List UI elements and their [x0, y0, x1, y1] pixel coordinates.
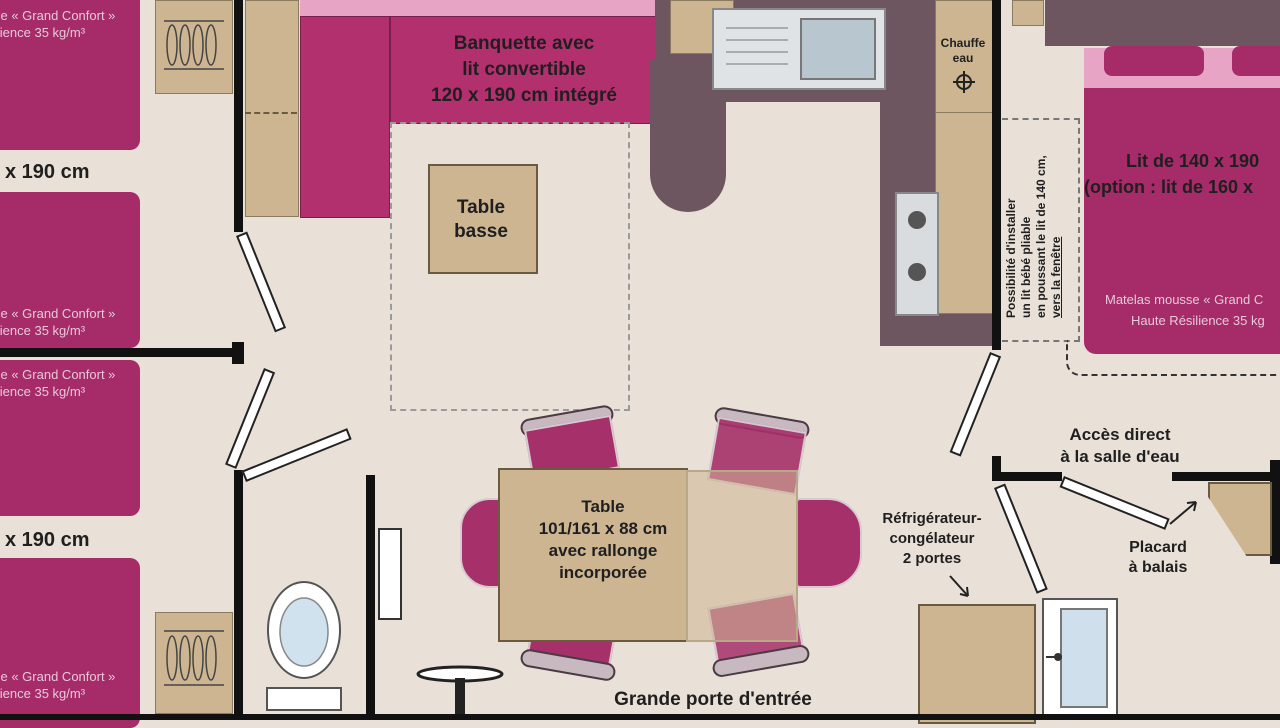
coffee-table-label-2: basse	[454, 221, 508, 242]
bed-left-4	[0, 558, 140, 728]
wall-left-bedroom-vertical-top	[234, 0, 243, 232]
toilet-icon	[265, 578, 343, 713]
wall-left-bedroom-vertical-bottom	[234, 470, 243, 720]
door-bedroom-1[interactable]	[236, 231, 287, 333]
spring-icon	[164, 630, 224, 686]
burner-icon	[908, 211, 926, 281]
top-pink-strip	[300, 0, 660, 16]
baby-bed-note-1: Possibilité d'installer	[1004, 198, 1018, 318]
water-heater-label-1: Chauffe	[940, 36, 986, 50]
convertible-bed-outline	[390, 122, 630, 411]
drainboard-icon	[726, 27, 788, 65]
wall-bathroom-top	[992, 472, 1062, 481]
wc-door-frame	[378, 528, 402, 620]
door-bedroom-2[interactable]	[225, 368, 276, 469]
pillow-1	[1104, 46, 1204, 76]
mattress-label-1a: se « Grand Confort »	[0, 8, 116, 23]
fridge-label-2: congélateur	[889, 530, 975, 547]
sink-basin	[800, 18, 876, 80]
cooktop	[895, 192, 939, 316]
coffee-table	[428, 164, 538, 274]
broom-cupboard	[1208, 482, 1272, 556]
bed-right-label-2: (option : lit de 160 x	[1084, 177, 1254, 197]
tap-icon	[1046, 653, 1062, 661]
mattress-label-2b: ilience 35 kg/m³	[0, 323, 86, 338]
bed-right-label-1: Lit de 140 x 190	[1126, 151, 1260, 171]
mattress-label-3b: ilience 35 kg/m³	[0, 384, 86, 399]
dining-table	[498, 468, 688, 642]
water-heater-icon	[953, 71, 975, 93]
mattress-label-4a: se « Grand Confort »	[0, 669, 116, 684]
right-wall-top	[1045, 0, 1280, 46]
arrow-icon	[949, 575, 969, 597]
banquette-label-1: Banquette avec	[453, 33, 595, 54]
baby-bed-note-4: vers la fenêtre	[1049, 236, 1063, 318]
water-heater-cabinet	[935, 0, 993, 114]
wall-bottom	[0, 714, 1280, 720]
table-extension	[686, 470, 798, 642]
baby-bed-note-2: un lit bébé pliable	[1019, 216, 1033, 318]
mattress-right-2: Haute Résilience 35 kg	[1131, 313, 1265, 328]
bed-left-bottom-size: x 190 cm	[5, 529, 90, 551]
arrow-icon	[1169, 501, 1197, 525]
door-bathroom[interactable]	[1059, 476, 1170, 530]
banquette-label-2: lit convertible	[462, 59, 586, 80]
chair-right	[796, 498, 862, 588]
door-wc[interactable]	[241, 428, 352, 482]
nightstand-top	[155, 0, 233, 94]
broom-cupboard-label-1: Placard	[1129, 539, 1187, 556]
sink	[712, 8, 886, 90]
wall-bathroom-right	[1270, 460, 1280, 564]
door-right-bedroom[interactable]	[949, 352, 1002, 457]
bathroom-access-label-2: à la salle d'eau	[1060, 447, 1180, 466]
broom-cupboard-label-2: à balais	[1128, 559, 1188, 576]
baby-bed-note-3: en poussant le lit de 140 cm,	[1034, 155, 1048, 318]
baby-bed-outline	[1002, 118, 1080, 342]
fridge-label-3: 2 portes	[902, 550, 962, 567]
pillow-2	[1232, 46, 1280, 76]
wardrobe-left	[245, 0, 299, 217]
coffee-table-label-1: Table	[456, 197, 506, 218]
fridge-label-1: Réfrigérateur-	[882, 510, 982, 527]
wall-kitchen-right	[992, 0, 1001, 350]
table-label-2: 101/161 x 88 cm	[538, 519, 668, 538]
water-heater-label-2: eau	[952, 51, 974, 65]
mattress-label-3a: se « Grand Confort »	[0, 367, 116, 382]
bathroom-access-label-1: Accès direct	[1069, 425, 1171, 444]
bed-left-top-size: x 190 cm	[5, 161, 90, 183]
washbasin	[1042, 598, 1118, 716]
mattress-label-4b: ilience 35 kg/m³	[0, 686, 86, 701]
spring-icon	[164, 20, 224, 70]
wall-divider-cap	[232, 342, 244, 364]
mattress-label-2a: se « Grand Confort »	[0, 306, 116, 321]
table-label-3: avec rallonge	[548, 541, 658, 560]
stool-icon	[416, 665, 504, 720]
right-top-box	[1012, 0, 1044, 26]
baby-bed-note: Possibilité d'installer un lit bébé plia…	[1004, 118, 1064, 318]
bed-left-1	[0, 0, 140, 150]
tall-cabinet	[935, 112, 993, 314]
nightstand-bottom	[155, 612, 233, 714]
washbasin-bowl	[1060, 608, 1108, 708]
main-entrance-label: Grande porte d'entrée	[614, 689, 812, 710]
banquette-side	[300, 16, 390, 218]
fridge	[918, 604, 1036, 724]
wall-bathroom-post	[992, 456, 1001, 480]
chair-left	[460, 498, 502, 588]
mattress-label-1b: ilience 35 kg/m³	[0, 25, 86, 40]
bed-left-3	[0, 360, 140, 516]
banquette	[390, 16, 660, 124]
mattress-right-1: Matelas mousse « Grand C	[1105, 292, 1264, 307]
bed-left-2	[0, 192, 140, 348]
wall-bathroom-top-right	[1172, 472, 1280, 481]
table-label-1: Table	[581, 497, 625, 516]
wall-bedroom-divider	[0, 348, 238, 357]
wardrobe-dash	[245, 112, 297, 114]
bed-right-outline-bottom	[1066, 340, 1280, 376]
table-label-4: incorporée	[559, 563, 647, 582]
bed-right	[1084, 88, 1280, 354]
wall-wc	[366, 475, 375, 720]
banquette-label-3: 120 x 190 cm intégré	[431, 85, 617, 106]
